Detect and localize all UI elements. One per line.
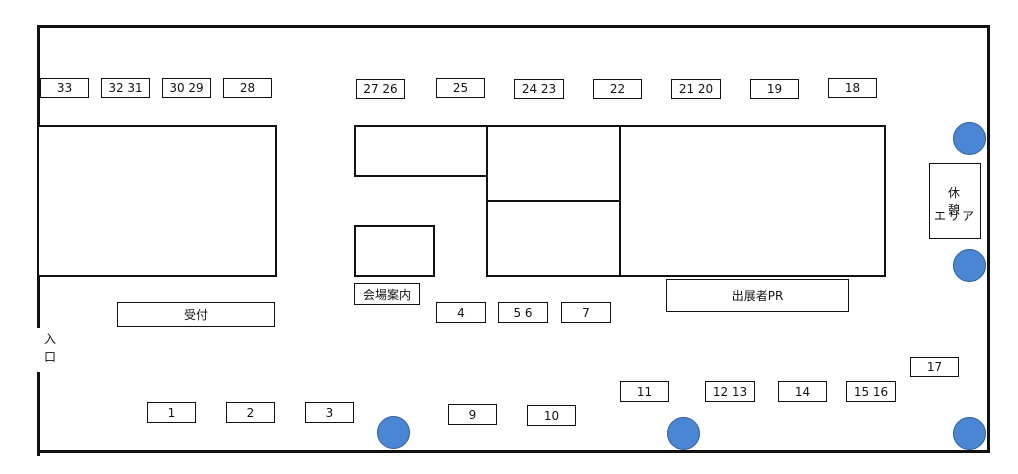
booth-9[interactable]: 9 [448,404,497,425]
booth-28[interactable]: 28 [223,78,272,98]
area-block-center-bottom-left [354,225,435,277]
booth-11[interactable]: 11 [620,381,669,402]
booth-10[interactable]: 10 [527,405,576,426]
booth-25[interactable]: 25 [436,78,485,98]
booth-3[interactable]: 3 [305,402,354,423]
pillar-5 [953,417,986,450]
booth-4[interactable]: 4 [436,302,486,323]
pillar-4 [667,417,700,450]
hall-left-wall-lower [37,372,40,456]
booth-24-23[interactable]: 24 23 [514,79,564,99]
booth-18[interactable]: 18 [828,78,877,98]
hall-outline [37,25,990,453]
rest-area-label: 休憩 [947,186,970,217]
pillar-3 [377,416,410,449]
entrance-label: 入口 [43,332,56,364]
booth-22[interactable]: 22 [593,79,642,99]
booth-1[interactable]: 1 [147,402,196,423]
booth-21-20[interactable]: 21 20 [671,79,721,99]
booth-19[interactable]: 19 [750,79,799,99]
rest-area[interactable]: 休憩 エリア [929,163,981,239]
reception-desk[interactable]: 受付 [117,302,275,327]
exhibitor-pr-area[interactable]: 出展者PR [666,279,849,312]
area-block-center-top-left [354,125,488,177]
booth-32-31[interactable]: 32 31 [101,78,150,98]
pillar-2 [953,249,986,282]
booth-17[interactable]: 17 [910,357,959,377]
area-block-center-bottom [486,200,621,277]
booth-27-26[interactable]: 27 26 [356,79,405,99]
booth-15-16[interactable]: 15 16 [846,381,896,402]
booth-2[interactable]: 2 [226,402,275,423]
rest-area-sublabel: エリア [933,209,976,223]
booth-12-13[interactable]: 12 13 [705,381,755,402]
booth-5-6[interactable]: 5 6 [498,302,548,323]
booth-30-29[interactable]: 30 29 [162,78,211,98]
info-desk[interactable]: 会場案内 [354,283,420,305]
pillar-1 [953,122,986,155]
area-block-right [619,125,886,277]
area-block-left [37,125,277,277]
booth-14[interactable]: 14 [778,381,827,402]
booth-7[interactable]: 7 [561,302,611,323]
area-block-center-top [486,125,621,202]
booth-33[interactable]: 33 [40,78,89,98]
